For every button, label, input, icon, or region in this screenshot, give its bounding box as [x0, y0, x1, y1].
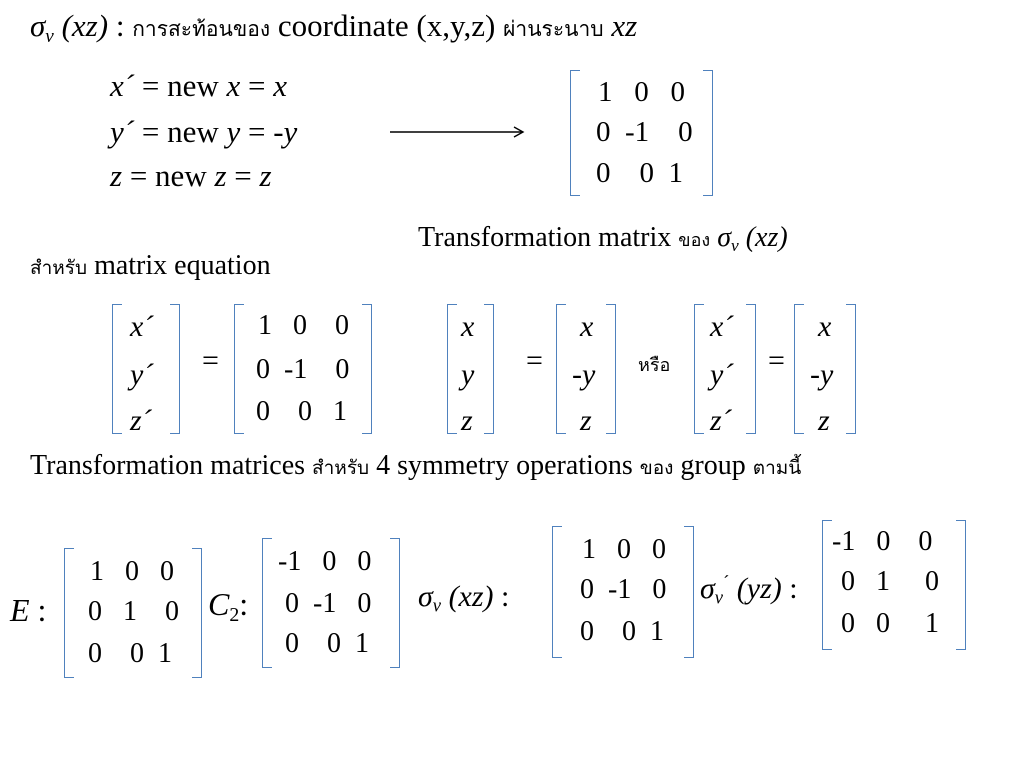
title-colon: :	[115, 8, 125, 43]
vector-entry: -y	[810, 358, 834, 391]
vector-bracket-right	[846, 304, 856, 434]
equals-sign: =	[526, 344, 543, 377]
vector-entry: x	[461, 310, 475, 343]
sigma-symbol: σ	[30, 8, 46, 43]
matrix-bracket-left	[570, 70, 580, 196]
matrix-bracket-right	[362, 304, 372, 434]
matrix-row: 0 -1 0	[596, 116, 693, 148]
operation-label: E :	[10, 592, 47, 628]
vector-bracket-right	[606, 304, 616, 434]
operation-label: σv´ (yz) :	[700, 572, 798, 609]
vector-entry: z	[818, 404, 830, 437]
matrix-row: 1 0 0	[258, 310, 349, 341]
matrix-row: -1 0 0	[832, 526, 933, 557]
vector-entry: z´	[710, 404, 732, 437]
vector-entry: x	[818, 310, 832, 343]
matrix-row: 1 0 0	[582, 534, 666, 565]
equals-sign: =	[202, 344, 219, 377]
vector-entry: x´	[710, 310, 734, 343]
vector-entry: z	[580, 404, 592, 437]
operation-label: C2:	[208, 586, 249, 626]
or-label: หรือ	[638, 355, 671, 376]
equation-x: x´ = new x = x	[110, 68, 287, 103]
matrix-bracket-right	[956, 520, 966, 650]
vector-bracket-right	[170, 304, 180, 434]
title-coordinate: coordinate (x,y,z)	[277, 8, 496, 43]
vector-entry: y	[461, 358, 475, 391]
matrix-row: 0 1 0	[88, 596, 179, 627]
matrix-bracket-left	[552, 526, 562, 658]
matrix-row: 0 1 0	[834, 566, 939, 597]
matrix-caption: Transformation matrix ของ σv (xz)	[418, 222, 788, 256]
symmetry-heading: Transformation matrices สำหรับ 4 symmetr…	[30, 450, 802, 481]
equation-z: z = new z = z	[110, 158, 272, 193]
arrow-right-icon	[390, 126, 525, 138]
sigma-subscript: v	[45, 25, 54, 47]
matrix-row: 0 0 1	[278, 628, 369, 659]
title-thai-2: ผ่านระนาบ	[503, 17, 604, 41]
vector-bracket-left	[447, 304, 457, 434]
vector-bracket-right	[746, 304, 756, 434]
vector-bracket-left	[694, 304, 704, 434]
vector-bracket-left	[794, 304, 804, 434]
matrix-bracket-left	[262, 538, 272, 668]
matrix-bracket-right	[703, 70, 713, 196]
matrix-equation-label: สำหรับ matrix equation	[30, 250, 271, 281]
vector-entry: -y	[572, 358, 596, 391]
matrix-bracket-left	[822, 520, 832, 650]
vector-entry: y´	[710, 358, 734, 391]
vector-bracket-left	[112, 304, 122, 434]
matrix-row: 0 -1 0	[580, 574, 667, 605]
matrix-row: 0 0 1	[596, 157, 683, 189]
vector-entry: x	[580, 310, 594, 343]
slide-title: σv (xz) : การสะท้อนของ coordinate (x,y,z…	[30, 8, 637, 48]
matrix-row: -1 0 0	[278, 546, 372, 577]
matrix-row: 0 0 1	[580, 616, 664, 647]
matrix-row: 0 -1 0	[256, 354, 350, 385]
matrix-row: 0 0 1	[256, 396, 347, 427]
matrix-row: 0 0 1	[834, 608, 939, 639]
vector-entry: z	[461, 404, 473, 437]
matrix-row: 1 0 0	[598, 76, 685, 108]
vector-bracket-left	[556, 304, 566, 434]
vector-entry: z´	[130, 404, 152, 437]
vector-entry: y´	[130, 358, 154, 391]
equals-sign: =	[768, 344, 785, 377]
matrix-bracket-right	[684, 526, 694, 658]
matrix-bracket-left	[234, 304, 244, 434]
matrix-row: 1 0 0	[90, 556, 174, 587]
matrix-row: 0 0 1	[88, 638, 172, 669]
title-plane-end: xz	[611, 8, 638, 43]
vector-entry: x´	[130, 310, 154, 343]
matrix-bracket-right	[192, 548, 202, 678]
title-thai-1: การสะท้อนของ	[132, 17, 271, 41]
matrix-bracket-right	[390, 538, 400, 668]
matrix-row: 0 -1 0	[278, 588, 372, 619]
matrix-bracket-left	[64, 548, 74, 678]
operation-label: σv (xz) :	[418, 580, 510, 617]
equation-y: y´ = new y = -y	[110, 114, 298, 149]
vector-bracket-right	[484, 304, 494, 434]
title-plane: (xz)	[61, 8, 109, 43]
